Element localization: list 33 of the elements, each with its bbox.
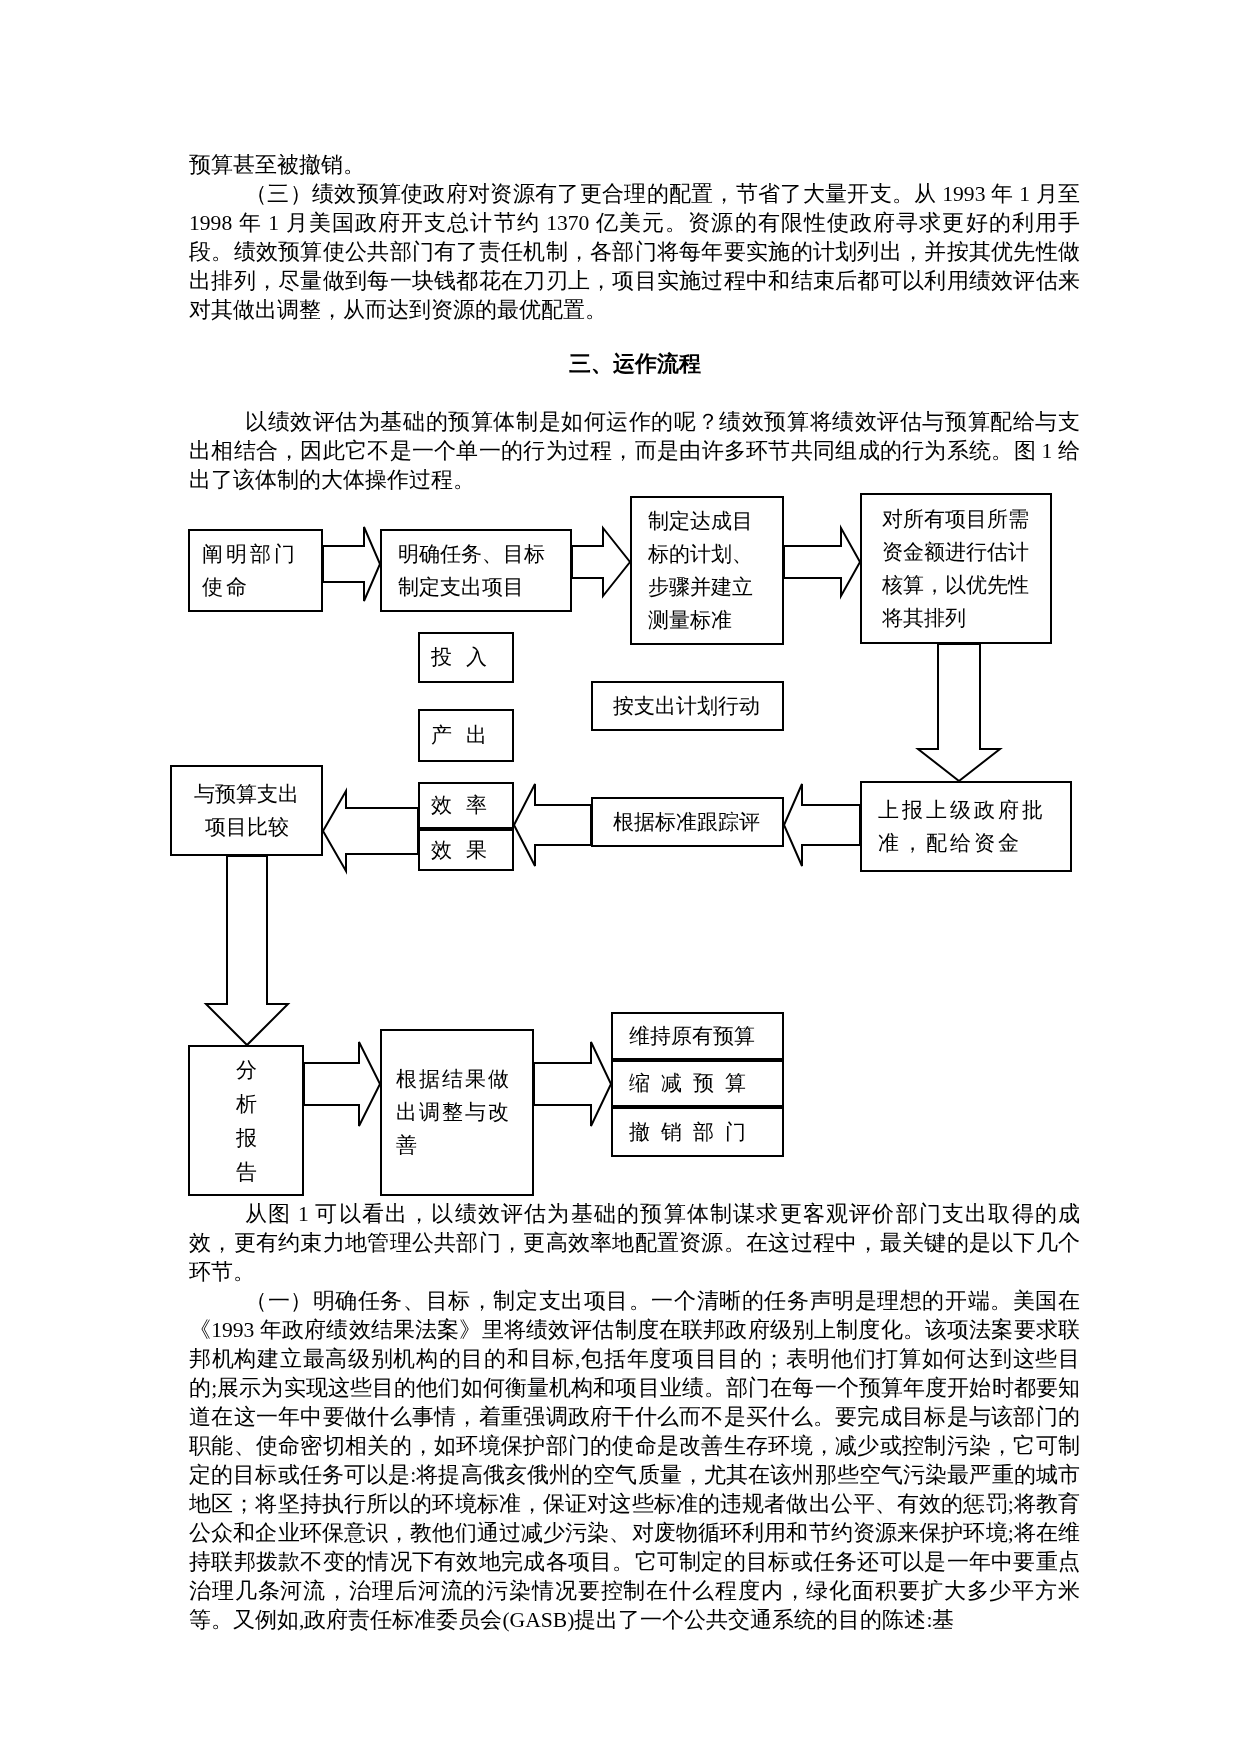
process-box: 与预算支出项目比较	[170, 765, 323, 856]
block-arrow	[512, 783, 592, 867]
process-box: 分析报告	[188, 1045, 304, 1196]
block-arrow	[571, 525, 632, 599]
block-arrow	[321, 787, 419, 875]
process-box: 根据标准跟踪评	[591, 797, 784, 847]
section-heading: 三、运作流程	[567, 351, 702, 378]
process-box: 投入	[418, 632, 514, 683]
block-arrow	[915, 643, 1003, 783]
process-box: 产出	[418, 709, 514, 762]
process-box: 对所有项目所需资金额进行估计核算，以优先性将其排列	[860, 493, 1052, 644]
process-box: 上报上级政府批准，配给资金	[860, 781, 1072, 872]
process-box: 按支出计划行动	[591, 681, 784, 731]
block-arrow	[782, 783, 861, 867]
paragraph: （三）绩效预算使政府对资源有了更合理的配置，节省了大量开支。从 1993 年 1 月至 1998 年 1 月美国政府开支总计节约 1370 亿美元。资源的有限性使政府寻求更好的利用手段。绩效预算使公共部门有了责任机制，各部门将每年要实施的计划列出，并按其优先性做出排列，尽量做到每一块钱都花在刀刃上，项目实施过程中和结束后都可以利用绩效评估来对其做出调整，从而达到资源的最优配置。	[189, 181, 1080, 324]
process-box: 根据结果做出调整与改善	[380, 1029, 534, 1196]
paragraph: （一）明确任务、目标，制定支出项目。一个清晰的任务声明是理想的开端。美国在《1993 年政府绩效结果法案》里将绩效评估制度在联邦政府级别上制度化。该项法案要求联邦机构建立最高级别机构的目的和目标,包括年度项目目的；表明他们打算如何达到这些目的;展示为实现这些目的他们如何衡量机构和项目业绩。部门在每一个预算年度开始时都要知道在这一年中要做什么事情，着重强调政府干什么而不是买什么。要完成目标是与该部门的职能、使命密切相关的，如环境保护部门的使命是改善生存环境，减少或控制污染，它可制定的目标或任务可以是:将提高俄亥俄州的空气质量，尤其在该州那些空气污染最严重的城市地区；将坚持执行所以的环境标准，保证对这些标准的违规者做出公平、有效的惩罚;将教育公众和企业环保意识，教他们通过减少污染、对废物循环利用和节约资源来保护环境;将在维持联邦拨款不变的情况下有效地完成各项目。它可制定的目标或任务还可以是一年中要重点治理几条河流，治理后河流的污染情况要控制在什么程度内，绿化面积要扩大多少平方米等。又例如,政府责任标准委员会(GASB)提出了一个公共交通系统的目的陈述:基	[189, 1288, 1080, 1634]
paragraph: 以绩效评估为基础的预算体制是如何运作的呢？绩效预算将绩效评估与预算配给与支出相结合，因此它不是一个单一的行为过程，而是由许多环节共同组成的行为系统。图 1 给出了该体制的大体操作过程。	[189, 409, 1080, 494]
process-box: 阐明部门使命	[188, 529, 323, 612]
process-box: 缩减预算	[611, 1060, 784, 1107]
process-box: 维持原有预算	[611, 1012, 784, 1060]
block-arrow	[533, 1041, 613, 1127]
process-box: 撤销部门	[611, 1107, 784, 1157]
paragraph: 预算甚至被撤销。	[189, 152, 366, 179]
block-arrow	[783, 524, 862, 600]
block-arrow	[203, 855, 291, 1047]
paragraph: 从图 1 可以看出，以绩效评估为基础的预算体制谋求更客观评价部门支出取得的成效，更有约束力地管理公共部门，更高效率地配置资源。在这过程中，最关键的是以下几个环节。	[189, 1201, 1080, 1286]
process-box: 制定达成目标的计划、步骤并建立测量标准	[630, 496, 784, 645]
process-box: 效果	[418, 829, 514, 871]
process-box: 明确任务、目标制定支出项目	[380, 529, 572, 612]
process-box: 效率	[418, 782, 514, 829]
block-arrow	[303, 1041, 382, 1127]
block-arrow	[322, 526, 382, 602]
